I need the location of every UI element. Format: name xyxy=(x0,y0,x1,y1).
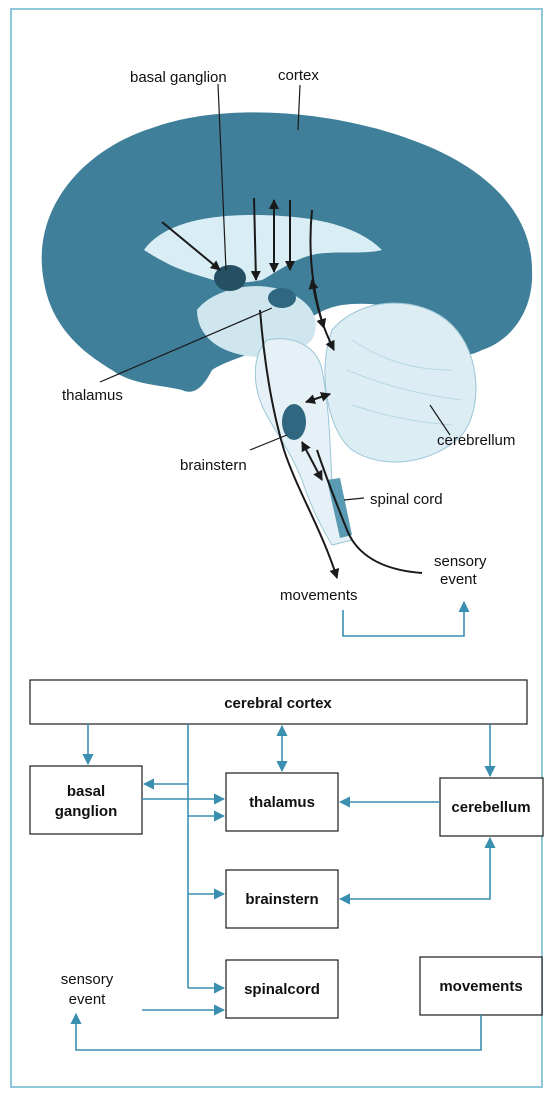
flow-sensory-line1: sensory xyxy=(61,971,114,988)
label-basal-ganglion: basal ganglion xyxy=(130,69,227,86)
label-thalamus: thalamus xyxy=(62,387,123,404)
box-basal-ganglion-label-1: basal xyxy=(67,783,105,800)
figure-frame: basal ganglion cortex thalamus brainster… xyxy=(10,8,543,1088)
flow-sensory-line2: event xyxy=(69,991,107,1008)
box-cerebral-cortex-label: cerebral cortex xyxy=(224,695,332,712)
box-cerebellum-label: cerebellum xyxy=(451,799,530,816)
label-sensory-line1: sensory xyxy=(434,553,487,570)
label-cerebrellum: cerebrellum xyxy=(437,432,515,449)
arrow-brainstern-cerebellum xyxy=(340,838,490,899)
label-cortex: cortex xyxy=(278,67,319,84)
flowchart: cerebral cortex basal ganglion thalamus … xyxy=(30,680,543,1050)
box-basal-ganglion xyxy=(30,766,142,834)
feedback-loop-arrow xyxy=(343,602,464,636)
label-brainstern: brainstern xyxy=(180,457,247,474)
box-thalamus-label: thalamus xyxy=(249,794,315,811)
label-sensory-line2: event xyxy=(440,571,478,588)
box-basal-ganglion-label-2: ganglion xyxy=(55,803,118,820)
label-movements: movements xyxy=(280,587,358,604)
arrow-movements-to-sensory xyxy=(76,1014,481,1050)
box-spinalcord-label: spinalcord xyxy=(244,981,320,998)
brain-illustration: basal ganglion cortex thalamus brainster… xyxy=(42,67,532,636)
box-movements-label: movements xyxy=(439,978,522,995)
box-brainstern-label: brainstern xyxy=(245,891,318,908)
label-spinal-cord: spinal cord xyxy=(370,491,443,508)
